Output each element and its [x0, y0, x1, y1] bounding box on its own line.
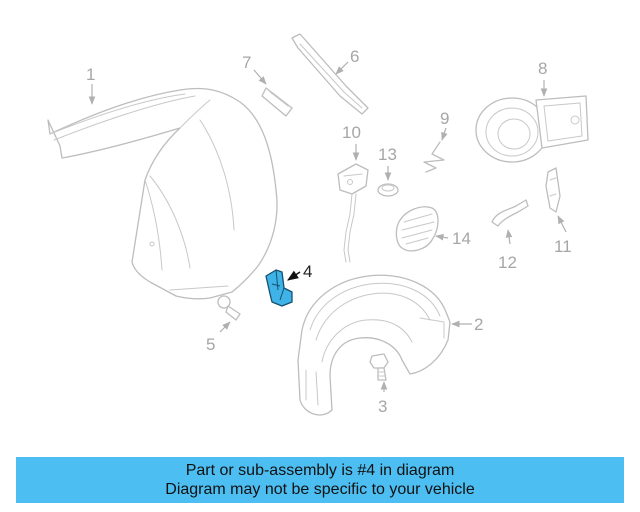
callout-1: 1 — [86, 65, 95, 84]
grommet-part-13: 13 — [377, 145, 399, 197]
bracket-part-11: 11 — [545, 167, 572, 256]
callout-8: 8 — [538, 59, 547, 78]
callout-11: 11 — [554, 237, 572, 256]
callout-5: 5 — [206, 335, 215, 354]
bolt-part-3: 3 — [369, 353, 389, 416]
fuel-door-part-8: 8 — [475, 59, 589, 163]
highlighted-part-4[interactable]: 4 — [265, 262, 312, 307]
callout-3: 3 — [378, 397, 387, 416]
callout-13: 13 — [378, 145, 397, 164]
actuator-part-10: 10 — [337, 123, 369, 263]
quarter-panel-part-1: 1 — [47, 65, 278, 300]
push-clip-part-5: 5 — [206, 295, 241, 354]
callout-9: 9 — [440, 109, 449, 128]
callout-12: 12 — [498, 253, 517, 272]
strip-part-6: 6 — [291, 33, 369, 115]
info-banner: Part or sub-assembly is #4 in diagram Di… — [16, 457, 624, 503]
spring-part-9: 9 — [423, 109, 449, 173]
parts-diagram: 1 7 6 8 9 10 — [47, 33, 589, 416]
liner-part-2: 2 — [297, 274, 483, 416]
banner-line-2: Diagram may not be specific to your vehi… — [165, 481, 475, 498]
callout-10: 10 — [342, 123, 361, 142]
clip-part-7: 7 — [242, 53, 293, 117]
banner-line-1: Part or sub-assembly is #4 in diagram — [185, 462, 455, 479]
callout-6: 6 — [350, 47, 359, 66]
hose-part-12: 12 — [491, 199, 529, 272]
callout-14: 14 — [452, 229, 471, 248]
callout-4: 4 — [303, 262, 312, 281]
callout-7: 7 — [242, 53, 251, 72]
callout-2: 2 — [474, 315, 483, 334]
vent-part-14: 14 — [395, 206, 471, 252]
